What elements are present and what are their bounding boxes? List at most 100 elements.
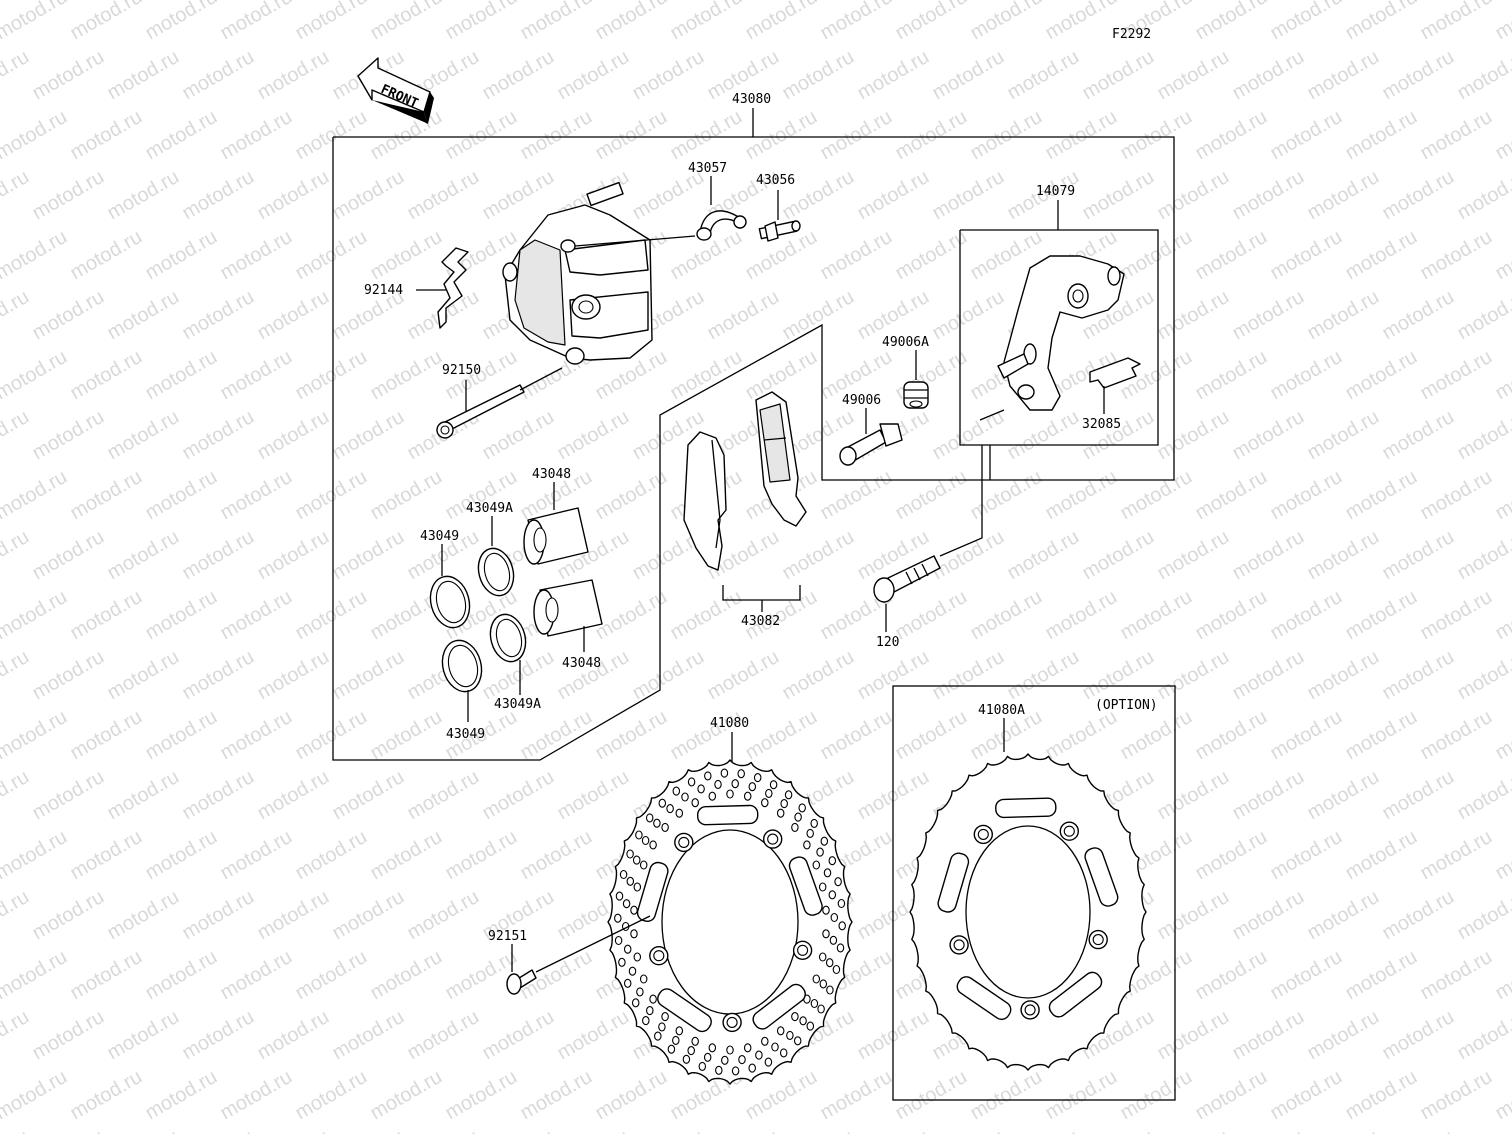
svg-text:motod.ru: motod.ru <box>929 1126 1008 1134</box>
svg-text:motod.ru: motod.ru <box>1042 0 1121 44</box>
svg-text:motod.ru: motod.ru <box>442 826 521 885</box>
svg-text:motod.ru: motod.ru <box>1379 406 1458 465</box>
svg-text:motod.ru: motod.ru <box>1229 886 1308 945</box>
svg-text:motod.ru: motod.ru <box>142 466 221 525</box>
label-43049-upper: 43049 <box>420 529 459 544</box>
svg-text:motod.ru: motod.ru <box>1267 586 1346 645</box>
pad-spring-icon <box>437 247 469 329</box>
svg-text:motod.ru: motod.ru <box>104 1126 183 1134</box>
svg-text:motod.ru: motod.ru <box>1192 826 1271 885</box>
svg-text:motod.ru: motod.ru <box>0 406 33 465</box>
svg-text:motod.ru: motod.ru <box>1267 0 1346 44</box>
option-frame <box>892 685 1176 1101</box>
svg-text:motod.ru: motod.ru <box>142 226 221 285</box>
svg-text:motod.ru: motod.ru <box>1379 1006 1458 1065</box>
svg-text:motod.ru: motod.ru <box>1454 46 1512 105</box>
svg-text:motod.ru: motod.ru <box>1304 46 1383 105</box>
svg-text:motod.ru: motod.ru <box>104 1006 183 1065</box>
svg-text:motod.ru: motod.ru <box>929 406 1008 465</box>
svg-text:motod.ru: motod.ru <box>1117 226 1196 285</box>
svg-text:motod.ru: motod.ru <box>1229 46 1308 105</box>
svg-text:motod.ru: motod.ru <box>1117 106 1196 165</box>
svg-text:motod.ru: motod.ru <box>179 46 258 105</box>
svg-text:motod.ru: motod.ru <box>592 106 671 165</box>
svg-text:motod.ru: motod.ru <box>817 1066 896 1125</box>
bleeder-valve-icon <box>758 220 801 242</box>
svg-text:motod.ru: motod.ru <box>1229 406 1308 465</box>
svg-text:motod.ru: motod.ru <box>104 886 183 945</box>
svg-text:motod.ru: motod.ru <box>1342 826 1421 885</box>
svg-text:motod.ru: motod.ru <box>479 1126 558 1134</box>
svg-text:motod.ru: motod.ru <box>1454 1126 1512 1134</box>
svg-text:motod.ru: motod.ru <box>292 826 371 885</box>
svg-text:motod.ru: motod.ru <box>1304 886 1383 945</box>
svg-text:motod.ru: motod.ru <box>442 106 521 165</box>
svg-text:motod.ru: motod.ru <box>217 586 296 645</box>
svg-text:motod.ru: motod.ru <box>367 346 446 405</box>
label-43049a-lower: 43049A <box>494 697 541 712</box>
svg-text:motod.ru: motod.ru <box>67 226 146 285</box>
label-41080a: 41080A <box>978 703 1025 718</box>
svg-text:motod.ru: motod.ru <box>1492 946 1512 1005</box>
caliper-assembly-frame <box>332 108 1175 761</box>
svg-text:motod.ru: motod.ru <box>142 946 221 1005</box>
bracket-spring-icon <box>1089 357 1141 389</box>
svg-text:motod.ru: motod.ru <box>0 1006 33 1065</box>
svg-text:motod.ru: motod.ru <box>1417 346 1496 405</box>
svg-text:motod.ru: motod.ru <box>29 166 108 225</box>
svg-text:motod.ru: motod.ru <box>742 0 821 44</box>
svg-text:motod.ru: motod.ru <box>442 0 521 44</box>
mounting-bolt-icon <box>873 555 941 603</box>
svg-text:motod.ru: motod.ru <box>104 166 183 225</box>
svg-text:motod.ru: motod.ru <box>817 106 896 165</box>
svg-text:motod.ru: motod.ru <box>779 646 858 705</box>
svg-text:motod.ru: motod.ru <box>292 106 371 165</box>
svg-text:motod.ru: motod.ru <box>479 46 558 105</box>
brake-disc-option-icon <box>909 753 1147 1071</box>
disc-screw-icon <box>506 969 537 995</box>
svg-text:motod.ru: motod.ru <box>1492 226 1512 285</box>
svg-text:motod.ru: motod.ru <box>1154 46 1233 105</box>
svg-text:motod.ru: motod.ru <box>1342 0 1421 44</box>
svg-text:motod.ru: motod.ru <box>1342 106 1421 165</box>
svg-text:motod.ru: motod.ru <box>1154 1126 1233 1134</box>
svg-text:motod.ru: motod.ru <box>1154 646 1233 705</box>
svg-text:motod.ru: motod.ru <box>1079 646 1158 705</box>
svg-text:motod.ru: motod.ru <box>1042 106 1121 165</box>
svg-text:motod.ru: motod.ru <box>667 346 746 405</box>
svg-text:motod.ru: motod.ru <box>1229 1006 1308 1065</box>
svg-text:motod.ru: motod.ru <box>254 166 333 225</box>
svg-text:motod.ru: motod.ru <box>367 826 446 885</box>
svg-text:motod.ru: motod.ru <box>67 826 146 885</box>
svg-text:motod.ru: motod.ru <box>104 46 183 105</box>
svg-text:motod.ru: motod.ru <box>1304 646 1383 705</box>
svg-text:motod.ru: motod.ru <box>29 766 108 825</box>
svg-text:motod.ru: motod.ru <box>1379 46 1458 105</box>
svg-text:motod.ru: motod.ru <box>817 226 896 285</box>
svg-text:motod.ru: motod.ru <box>1342 946 1421 1005</box>
svg-text:motod.ru: motod.ru <box>29 886 108 945</box>
label-92150: 92150 <box>442 363 481 378</box>
brake-pad-right-icon <box>755 391 807 527</box>
svg-text:motod.ru: motod.ru <box>0 1126 33 1134</box>
svg-text:motod.ru: motod.ru <box>0 706 71 765</box>
svg-text:motod.ru: motod.ru <box>517 1066 596 1125</box>
svg-text:motod.ru: motod.ru <box>104 526 183 585</box>
svg-text:motod.ru: motod.ru <box>1304 286 1383 345</box>
svg-text:motod.ru: motod.ru <box>217 226 296 285</box>
svg-text:motod.ru: motod.ru <box>1342 466 1421 525</box>
svg-text:motod.ru: motod.ru <box>179 166 258 225</box>
svg-text:motod.ru: motod.ru <box>892 586 971 645</box>
svg-text:motod.ru: motod.ru <box>1004 406 1083 465</box>
svg-text:motod.ru: motod.ru <box>667 586 746 645</box>
svg-text:motod.ru: motod.ru <box>1492 106 1512 165</box>
svg-text:motod.ru: motod.ru <box>329 1006 408 1065</box>
svg-text:motod.ru: motod.ru <box>929 646 1008 705</box>
svg-text:motod.ru: motod.ru <box>217 346 296 405</box>
svg-text:motod.ru: motod.ru <box>29 646 108 705</box>
svg-text:motod.ru: motod.ru <box>967 466 1046 525</box>
svg-text:motod.ru: motod.ru <box>1229 646 1308 705</box>
svg-text:motod.ru: motod.ru <box>179 766 258 825</box>
svg-text:motod.ru: motod.ru <box>1304 526 1383 585</box>
label-43082: 43082 <box>741 614 780 629</box>
